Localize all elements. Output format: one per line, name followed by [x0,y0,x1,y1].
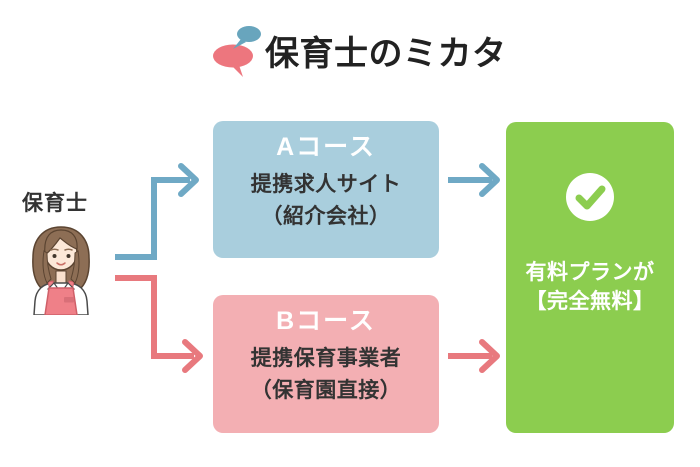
result-card: 有料プランが 【完全無料】 [506,122,674,433]
actor-label: 保育士 [22,192,88,215]
course-a-line2: （紹介会社） [261,205,391,228]
course-b-heading: Bコース [276,307,376,335]
brand-title: 保育士のミカタ [265,35,507,73]
caregiver-illustration [32,226,90,315]
check-circle-icon [566,173,614,221]
speech-bubbles-logo-icon [213,26,261,77]
course-a-heading: Aコース [276,133,376,161]
course-a-card: Aコース 提携求人サイト （紹介会社） [213,121,439,258]
arrow-actor-to-b [115,275,203,373]
result-text: 有料プランが 【完全無料】 [506,258,674,316]
course-b-card: Bコース 提携保育事業者 （保育園直接） [213,295,439,433]
course-b-line2: （保育園直接） [250,379,402,402]
arrow-b-to-result [448,339,500,373]
result-line2: 【完全無料】 [525,290,655,313]
course-b-line1: 提携保育事業者 [250,347,402,370]
result-line1: 有料プランが [525,261,655,284]
brand-header: 保育士のミカタ [209,24,507,80]
arrow-a-to-result [448,163,500,197]
arrow-actor-to-a [115,163,199,260]
course-a-line1: 提携求人サイト [250,173,402,196]
